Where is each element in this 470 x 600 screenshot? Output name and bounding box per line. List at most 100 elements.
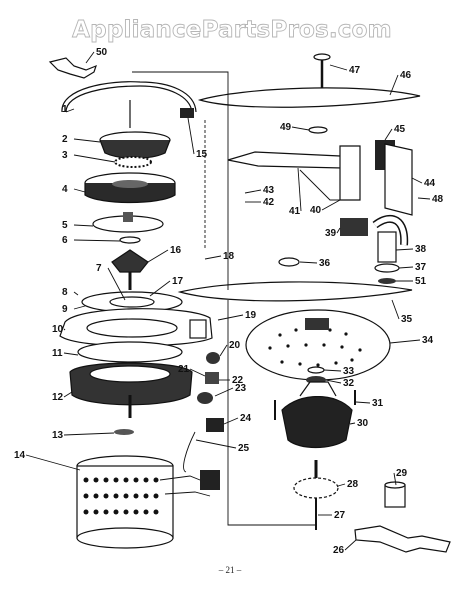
callout-29: 29 — [393, 468, 408, 486]
callout-42: 42 — [245, 197, 275, 208]
part-pump-base — [281, 395, 353, 449]
callout-leader-line — [417, 197, 431, 200]
leader-frame-top — [132, 71, 229, 290]
callout-43: 43 — [244, 185, 275, 196]
callout-47: 47 — [329, 64, 361, 76]
callout-19: 19 — [217, 310, 257, 321]
part-nut-51 — [378, 278, 396, 284]
part-motor-body — [76, 465, 174, 539]
callout-number: 33 — [343, 366, 355, 377]
part-manifold-block — [339, 145, 361, 201]
part-hose — [354, 525, 451, 553]
callout-49: 49 — [280, 122, 310, 133]
callout-15: 15 — [187, 117, 208, 160]
callout-number: 27 — [334, 510, 346, 521]
callout-number: 28 — [347, 479, 359, 490]
callout-number: 39 — [325, 228, 337, 239]
callout-38: 38 — [395, 244, 427, 255]
callout-number: 25 — [238, 443, 250, 454]
part-gear-ring — [114, 156, 152, 168]
part-washer-49 — [308, 126, 328, 134]
callout-leader-line — [389, 74, 399, 96]
callout-22: 22 — [219, 375, 244, 386]
callout-36: 36 — [299, 258, 331, 269]
part-motor-washer — [114, 429, 134, 435]
callout-number: 13 — [52, 430, 64, 441]
callout-number: 23 — [235, 383, 247, 394]
callout-number: 22 — [232, 375, 244, 386]
callout-leader-line — [73, 239, 121, 242]
callout-number: 17 — [172, 276, 184, 287]
callouts: 1234567891011121314151617181920212223242… — [14, 47, 444, 556]
part-motor-connector — [200, 470, 220, 490]
callout-21: 21 — [178, 364, 206, 377]
callout-39: 39 — [325, 227, 341, 239]
callout-leader-line — [73, 291, 79, 296]
part-ring-37 — [374, 263, 400, 273]
callout-number: 45 — [394, 124, 406, 135]
callout-leader-line — [291, 126, 310, 131]
callout-leader-line — [107, 267, 126, 301]
callout-6: 6 — [62, 235, 121, 246]
part-bracket-small — [189, 319, 207, 339]
callout-5: 5 — [62, 220, 94, 231]
callout-leader-line — [395, 248, 414, 251]
part-fitting-39 — [340, 218, 368, 236]
part-washer-33 — [307, 366, 325, 374]
callout-leader-line — [73, 138, 101, 143]
callout-number: 37 — [415, 262, 427, 273]
callout-number: 4 — [62, 184, 68, 195]
callout-leader-line — [204, 255, 222, 260]
callout-3: 3 — [62, 150, 116, 163]
callout-number: 38 — [415, 244, 427, 255]
callout-leader-line — [389, 339, 421, 344]
callout-number: 14 — [14, 450, 26, 461]
callout-32: 32 — [325, 378, 355, 389]
callout-24: 24 — [223, 413, 252, 425]
callout-number: 48 — [432, 194, 444, 205]
part-solenoid — [206, 418, 224, 432]
callout-number: 11 — [52, 348, 63, 359]
callout-40: 40 — [310, 199, 341, 216]
callout-33: 33 — [323, 366, 355, 377]
callout-leader-line — [223, 417, 239, 425]
part-heater-loop-inner — [65, 85, 193, 113]
callout-number: 30 — [357, 418, 369, 429]
callout-number: 50 — [96, 47, 108, 58]
part-disc-nut — [123, 212, 133, 222]
callout-48: 48 — [417, 194, 444, 205]
part-hub-body — [99, 139, 171, 159]
part-motor-bottom — [76, 527, 174, 549]
callout-leader-line — [244, 189, 262, 194]
callout-34: 34 — [389, 335, 434, 346]
callout-37: 37 — [398, 262, 427, 273]
callout-30: 30 — [349, 418, 369, 429]
callout-number: 18 — [223, 251, 235, 262]
callout-leader-line — [189, 368, 206, 377]
callout-number: 10 — [52, 324, 64, 335]
callout-number: 7 — [96, 263, 102, 274]
callout-leader-line — [391, 299, 400, 320]
callout-leader-line — [344, 539, 357, 551]
callout-leader-line — [219, 344, 228, 357]
callout-leader-line — [63, 328, 66, 331]
callout-leader-line — [325, 379, 342, 384]
callout-leader-line — [63, 352, 79, 356]
callout-number: 47 — [349, 65, 361, 76]
callout-leader-line — [73, 224, 94, 227]
callout-leader-line — [297, 167, 302, 212]
part-screw-47-head — [313, 53, 331, 61]
callout-number: 8 — [62, 287, 68, 298]
part-clip — [205, 372, 219, 384]
callout-leader-line — [85, 51, 95, 64]
part-spacer-top — [384, 481, 406, 489]
callout-23: 23 — [214, 383, 247, 397]
part-pump-cover-body — [84, 183, 176, 204]
part-motor-vents — [83, 477, 159, 515]
callout-leader-line — [393, 472, 397, 486]
callout-number: 32 — [343, 378, 355, 389]
part-small-fitting — [206, 352, 220, 364]
callout-leader-line — [323, 369, 342, 372]
callout-number: 34 — [422, 335, 434, 346]
callout-number: 5 — [62, 220, 68, 231]
